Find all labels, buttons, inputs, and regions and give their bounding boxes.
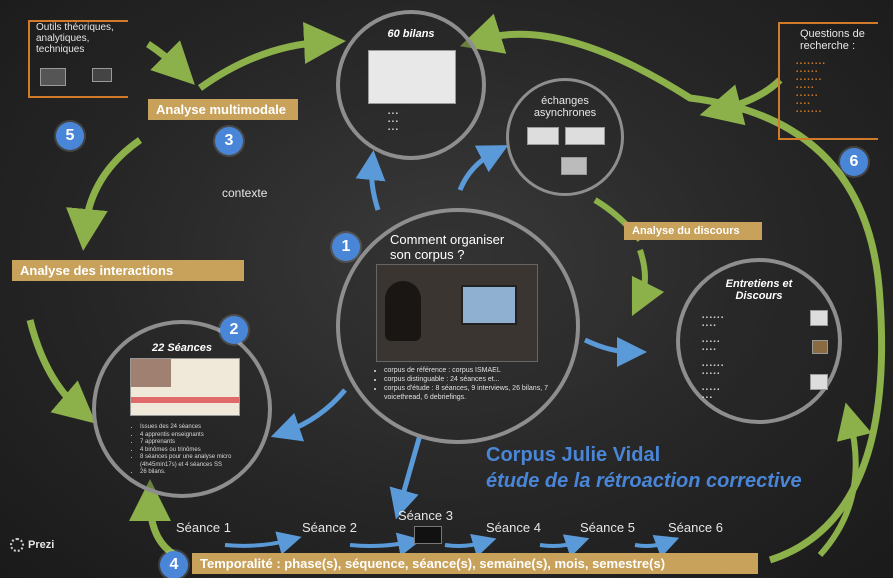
prezi-icon: [10, 538, 24, 552]
outils-line2: analytiques,: [36, 33, 90, 44]
central-circle[interactable]: Comment organiser son corpus ? corpus de…: [336, 208, 580, 444]
analyse-interactions-label: Analyse des interactions: [12, 260, 244, 281]
video-frame: [131, 359, 171, 387]
seances-bullet: 4 binômes ou trinômes: [140, 447, 260, 455]
session-3-thumbnail: [414, 526, 442, 544]
central-bullet: corpus de référence : corpus ISMAEL: [384, 366, 570, 375]
questions-bracket: [778, 22, 878, 140]
number-badge-3: 3: [215, 127, 243, 155]
outils-thumbnail: [40, 68, 66, 86]
central-question-line1: Comment organiser: [390, 232, 505, 247]
timeline-session-1: Séance 1: [176, 520, 231, 535]
entretiens-title-line1: Entretiens et: [725, 278, 793, 290]
title-line1: Corpus Julie Vidal: [486, 444, 661, 466]
echanges-line1: échanges: [541, 95, 589, 107]
echanges-thumbnail: [527, 127, 559, 145]
timeline-session-2: Séance 2: [302, 520, 357, 535]
annotation-track: [131, 397, 239, 403]
central-bullet: corpus d'étude : 8 séances, 9 interviews…: [384, 384, 570, 402]
arrow-timeline-s5-s6: [634, 534, 680, 558]
central-question-line2: son corpus ?: [390, 247, 465, 262]
seances-bullet: 7 apprenants: [140, 439, 260, 447]
echanges-line2: asynchrones: [533, 107, 597, 119]
seances-bullet: 8 séances pour une analyse micro (4h45mi…: [140, 454, 260, 469]
bilans-stats-thumbnail: ▪ ▪ ▪▪ ▪ ▪▪ ▪ ▪: [388, 111, 398, 133]
entretiens-icon: [810, 374, 828, 390]
entretiens-list-thumbnail: ▪ ▪ ▪ ▪ ▪ ▪▪ ▪ ▪ ▪▪ ▪ ▪ ▪ ▪▪ ▪ ▪ ▪▪ ▪ ▪ …: [702, 315, 724, 401]
arrow-multimodale-to-interactions: [65, 137, 143, 251]
seances-bullet: Issues des 24 séances: [140, 424, 260, 432]
bilans-title: 60 bilans: [387, 28, 435, 40]
entretiens-title-line2: Discours: [735, 290, 783, 302]
seances-bullet: 4 apprentis enseignants: [140, 432, 260, 440]
arrow-center-to-bilans: [355, 150, 386, 211]
prezi-wordmark: Prezi: [28, 538, 55, 551]
questions-line1: Questions de: [800, 28, 865, 40]
questions-title: Questions de recherche :: [800, 28, 865, 52]
arrow-timeline-s4-s5: [539, 534, 590, 558]
seances-circle[interactable]: 22 Séances Issues des 24 séances 4 appre…: [92, 320, 272, 498]
number-badge-4: 4: [160, 551, 188, 578]
outils-text: Outils théoriques, analytiques, techniqu…: [36, 22, 114, 55]
analyse-discours-label: Analyse du discours: [624, 222, 762, 240]
computer-monitor: [461, 285, 517, 325]
arrow-center-to-seances: [270, 388, 347, 442]
title-line2: étude de la rétroaction corrective: [486, 470, 802, 492]
number-badge-5: 5: [56, 122, 84, 150]
seances-bullets: Issues des 24 séances 4 apprentis enseig…: [132, 424, 260, 477]
outils-bracket: [28, 20, 128, 98]
arrow-timeline-s2-s3: [349, 532, 422, 557]
arrow-discours-updown: [593, 197, 645, 300]
analyse-multimodale-label: Analyse multimodale: [148, 99, 298, 120]
number-badge-2: 2: [220, 316, 248, 344]
arrow-to-entretiens-bottom: [817, 402, 872, 558]
entretiens-icon: [812, 340, 828, 354]
seances-title: 22 Séances: [152, 342, 212, 354]
central-bullet: corpus distinguable : 24 séances et...: [384, 375, 570, 384]
echanges-thumbnail: [561, 157, 587, 175]
central-question: Comment organiser son corpus ?: [390, 232, 504, 262]
arrow-center-to-entretiens: [583, 336, 647, 367]
number-badge-1: 1: [332, 233, 360, 261]
arrow-outils-to-multimodale: [146, 40, 195, 85]
seances-video-thumbnail: [130, 358, 240, 416]
arrow-center-to-echanges: [457, 145, 509, 191]
outils-line3: techniques: [36, 44, 85, 55]
timeline-session-4: Séance 4: [486, 520, 541, 535]
temporalite-band: Temporalité : phase(s), séquence, séance…: [192, 553, 758, 574]
arrow-timeline-to-seances: [129, 479, 177, 559]
number-badge-6: 6: [840, 148, 868, 176]
outils-line1: Outils théoriques,: [36, 22, 114, 33]
questions-list-thumbnail: ▪ ▪ ▪ ▪ ▪ ▪ ▪ ▪▪ ▪ ▪ ▪ ▪ ▪▪ ▪ ▪ ▪ ▪ ▪ ▪▪…: [796, 61, 825, 115]
entretiens-title: Entretiens et Discours: [680, 278, 838, 302]
arrow-interactions-to-seances: [26, 319, 96, 424]
echanges-thumbnail: [565, 127, 605, 145]
timeline-session-6: Séance 6: [668, 520, 723, 535]
bilans-document-thumbnail: [368, 50, 456, 104]
entretiens-circle[interactable]: Entretiens et Discours ▪ ▪ ▪ ▪ ▪ ▪▪ ▪ ▪ …: [676, 258, 842, 424]
seances-bullet: 26 bilans.: [140, 469, 260, 477]
person-silhouette: [385, 281, 421, 341]
timeline-session-3: Séance 3: [398, 508, 453, 523]
central-bullets: corpus de référence : corpus ISMAEL corp…: [374, 366, 570, 402]
echanges-circle[interactable]: échanges asynchrones: [506, 78, 624, 196]
entretiens-icon: [810, 310, 828, 326]
questions-line2: recherche :: [800, 40, 856, 52]
bilans-circle[interactable]: 60 bilans ▪ ▪ ▪▪ ▪ ▪▪ ▪ ▪: [336, 10, 486, 160]
timeline-session-5: Séance 5: [580, 520, 635, 535]
outils-thumbnail: [92, 68, 112, 82]
classroom-photo: [376, 264, 538, 362]
prezi-logo: Prezi: [10, 538, 54, 552]
arrow-timeline-s3-s4: [444, 533, 497, 557]
arrow-multimodale-to-bilans: [197, 21, 346, 91]
contexte-label: contexte: [222, 186, 268, 200]
arrow-timeline-s1-s2: [224, 531, 302, 555]
arrow-center-to-timeline: [389, 434, 423, 520]
echanges-label: échanges asynchrones: [509, 95, 621, 119]
